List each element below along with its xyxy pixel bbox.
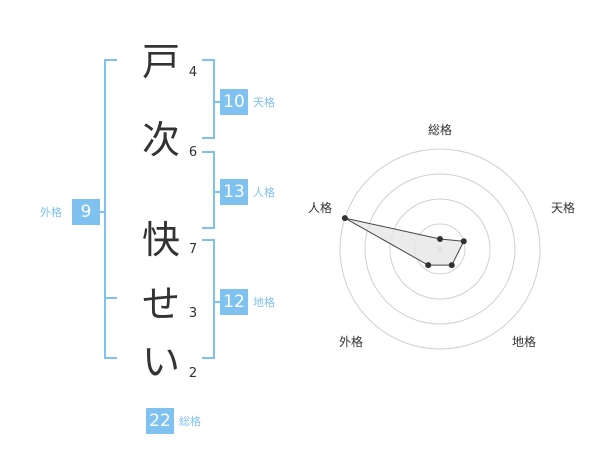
radar-ring	[339, 148, 541, 350]
radar-ring	[389, 198, 491, 300]
chikaku-label: 地格	[253, 296, 275, 309]
soukaku-badge: 22	[146, 408, 174, 434]
radar-polygon	[344, 217, 465, 266]
name-char-4: せ	[141, 282, 180, 326]
gaikaku-label: 外格	[40, 206, 62, 219]
radar-point-1	[437, 236, 443, 242]
radar-ring	[364, 173, 516, 325]
gaikaku-badge: 9	[72, 199, 100, 225]
stroke-count-2: 6	[188, 145, 198, 160]
jinkaku-badge: 13	[220, 179, 248, 205]
name-char-1: 戸	[141, 40, 180, 84]
name-char-5: い	[141, 340, 180, 384]
radar-label-tenkaku: 天格	[550, 201, 575, 215]
radar-point-3	[448, 262, 455, 269]
chikaku-badge: 12	[220, 289, 248, 315]
stroke-count-4: 3	[188, 306, 198, 321]
name-char-2: 次	[141, 118, 180, 162]
radar-label-soukaku: 総格	[427, 123, 452, 137]
radar-label-chikaku: 地格	[511, 335, 536, 349]
stroke-count-1: 4	[188, 65, 198, 80]
gaikaku-bracket	[104, 59, 117, 359]
radar-point-5	[341, 215, 348, 222]
chikaku-bracket	[202, 239, 215, 359]
name-char-3: 快	[141, 218, 180, 262]
soukaku-label: 総格	[179, 415, 201, 428]
tenkaku-badge: 10	[220, 89, 248, 115]
stroke-count-3: 7	[188, 242, 198, 257]
radar-label-jinkaku: 人格	[307, 201, 332, 215]
radar-point-2	[460, 238, 467, 245]
jinkaku-bracket	[202, 151, 215, 229]
tenkaku-label: 天格	[253, 96, 275, 109]
stroke-count-5: 2	[188, 366, 198, 381]
tenkaku-bracket	[202, 59, 215, 139]
radar-label-gaikaku: 外格	[338, 335, 363, 349]
jinkaku-label: 人格	[253, 186, 275, 199]
radar-point-4	[425, 262, 432, 269]
